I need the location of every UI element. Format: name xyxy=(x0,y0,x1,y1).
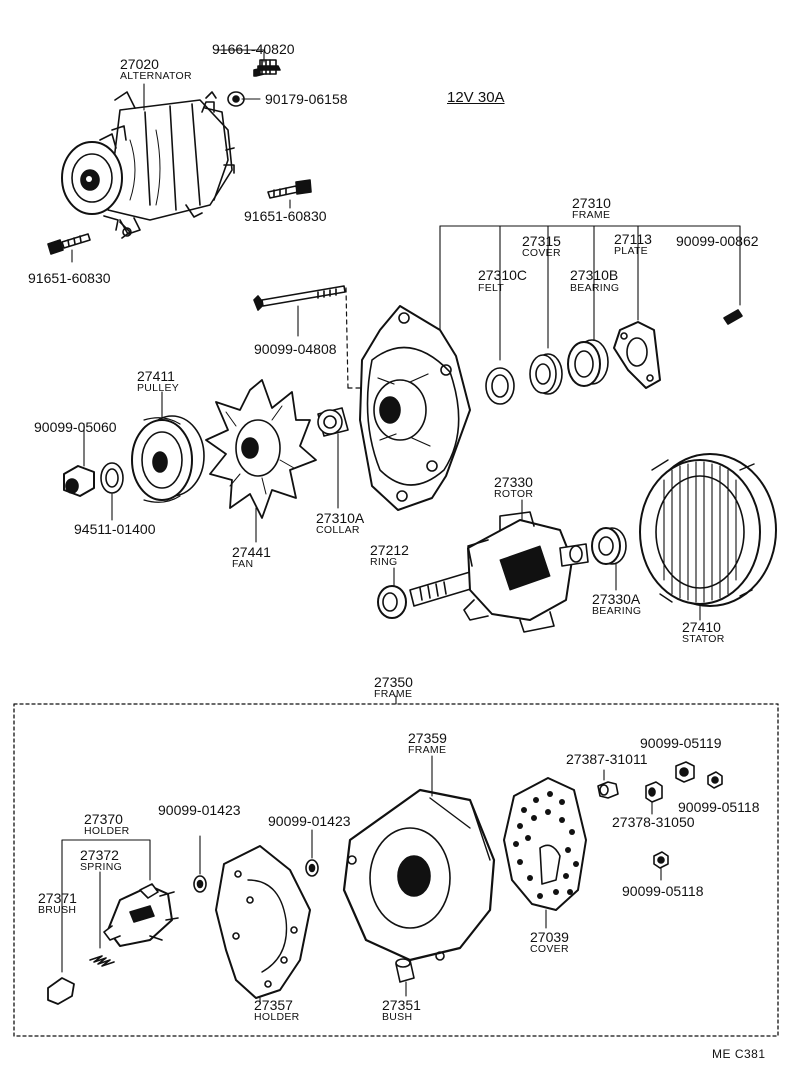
small-parts-art xyxy=(597,761,723,881)
bearing-27310B-art xyxy=(567,339,609,387)
part-27212-number: 27212 xyxy=(370,542,409,558)
alternator-assembly-art xyxy=(61,91,235,239)
part-27039-name: COVER xyxy=(530,943,569,955)
part-27020-number: 27020 xyxy=(120,56,159,72)
part-27359-name: FRAME xyxy=(408,744,447,756)
part-90099-05118-b-number: 90099-05118 xyxy=(622,883,704,899)
diagram-code: ME C381 xyxy=(712,1047,766,1061)
part-90099-04808-number: 90099-04808 xyxy=(254,341,337,357)
part-27330-name: ROTOR xyxy=(494,488,534,500)
leader-lines-top xyxy=(71,49,701,621)
part-27315-name: COVER xyxy=(522,247,561,259)
ring-27212-art xyxy=(377,585,407,619)
part-27113-name: PLATE xyxy=(614,245,648,257)
through-bolt-art xyxy=(253,285,361,389)
part-90179-number: 90179-06158 xyxy=(265,91,348,107)
drive-end-frame-art xyxy=(359,305,471,511)
part-90099-05060-number: 90099-05060 xyxy=(34,419,117,435)
part-27372-number: 27372 xyxy=(80,847,119,863)
part-27310A-number: 27310A xyxy=(316,510,365,526)
cover-27039-art xyxy=(503,777,587,929)
part-27370-number: 27370 xyxy=(84,811,123,827)
part-27350-name: FRAME xyxy=(374,688,413,700)
cover-27315-art xyxy=(529,353,563,395)
part-90099-01423-a-number: 90099-01423 xyxy=(158,802,241,818)
leader-lines-27310 xyxy=(439,225,741,361)
part-27371-name: BRUSH xyxy=(38,904,77,916)
part-27357-name: HOLDER xyxy=(254,1011,300,1023)
part-27310C-name: FELT xyxy=(478,282,505,294)
pulley-27411-art xyxy=(131,415,205,503)
bearing-27330A-art xyxy=(591,527,627,565)
brush-holder-27370-art xyxy=(103,883,179,947)
stator-27410-art xyxy=(639,453,777,607)
part-90099-05118-a-number: 90099-05118 xyxy=(678,799,760,815)
part-27350-number: 27350 xyxy=(374,674,413,690)
felt-27310C-art xyxy=(485,367,515,405)
part-27315-number: 27315 xyxy=(522,233,561,249)
part-90099-05119-number: 90099-05119 xyxy=(640,735,722,751)
part-27410-number: 27410 xyxy=(682,619,721,635)
part-27113-number: 27113 xyxy=(614,231,652,247)
part-27370-name: HOLDER xyxy=(84,825,130,837)
part-27212-name: RING xyxy=(370,556,398,568)
frame-27350-outline xyxy=(13,695,779,1037)
bolt-91651-upper-art xyxy=(267,179,312,199)
plate-27113-art xyxy=(613,321,661,389)
rotor-27330-art xyxy=(409,511,589,633)
washer-90099-01423-a-art xyxy=(193,835,207,893)
part-27351-name: BUSH xyxy=(382,1011,413,1023)
spring-27372-art xyxy=(89,955,115,967)
washer-90099-01423-b-art xyxy=(305,829,319,877)
part-27310A-name: COLLAR xyxy=(316,524,360,536)
spec-title: 12V 30A xyxy=(447,89,505,106)
part-27020-name: ALTERNATOR xyxy=(120,70,192,82)
part-90099-00862-number: 90099-00862 xyxy=(676,233,759,249)
part-27410-name: STATOR xyxy=(682,633,725,645)
nut-90099-05060-art xyxy=(63,465,95,497)
part-27378-number: 27378-31050 xyxy=(612,814,695,830)
part-27441-number: 27441 xyxy=(232,544,271,560)
part-91651-upper-number: 91651-60830 xyxy=(244,208,327,224)
bush-27351-art xyxy=(395,958,415,997)
holder-27357-art xyxy=(215,845,311,1005)
nut-90179-art xyxy=(227,91,245,107)
leader-lines-brush xyxy=(61,839,151,973)
part-27310C-number: 27310C xyxy=(478,267,528,283)
part-27359-number: 27359 xyxy=(408,730,447,746)
bolt-91661-art xyxy=(253,59,281,77)
fan-27441-art xyxy=(205,379,317,519)
part-27330A-name: BEARING xyxy=(592,605,642,617)
screw-90099-00862-art xyxy=(723,309,743,325)
part-27330A-number: 27330A xyxy=(592,591,641,607)
brush-27371-art xyxy=(47,977,75,1005)
part-91651-lower-number: 91651-60830 xyxy=(28,270,111,286)
part-27372-name: SPRING xyxy=(80,861,123,873)
part-27039-number: 27039 xyxy=(530,929,569,945)
part-27387-number: 27387-31011 xyxy=(566,751,648,767)
part-27351-number: 27351 xyxy=(382,997,421,1013)
part-27330-number: 27330 xyxy=(494,474,533,490)
part-27411-name: PULLEY xyxy=(137,382,180,394)
part-27371-number: 27371 xyxy=(38,890,77,906)
washer-94511-art xyxy=(100,462,124,494)
collar-27310A-art xyxy=(317,407,349,437)
part-27357-number: 27357 xyxy=(254,997,293,1013)
part-27411-number: 27411 xyxy=(137,368,175,384)
frame-27359-art xyxy=(342,755,496,962)
part-91661-number: 91661-40820 xyxy=(212,41,295,57)
part-27310-number: 27310 xyxy=(572,195,611,211)
bolt-91651-lower-art xyxy=(47,233,91,255)
part-94511-number: 94511-01400 xyxy=(74,521,156,537)
part-27310B-name: BEARING xyxy=(570,282,620,294)
part-90099-01423-b-number: 90099-01423 xyxy=(268,813,351,829)
part-27441-name: FAN xyxy=(232,558,254,570)
part-27310-name: FRAME xyxy=(572,209,611,221)
part-27310B-number: 27310B xyxy=(570,267,619,283)
